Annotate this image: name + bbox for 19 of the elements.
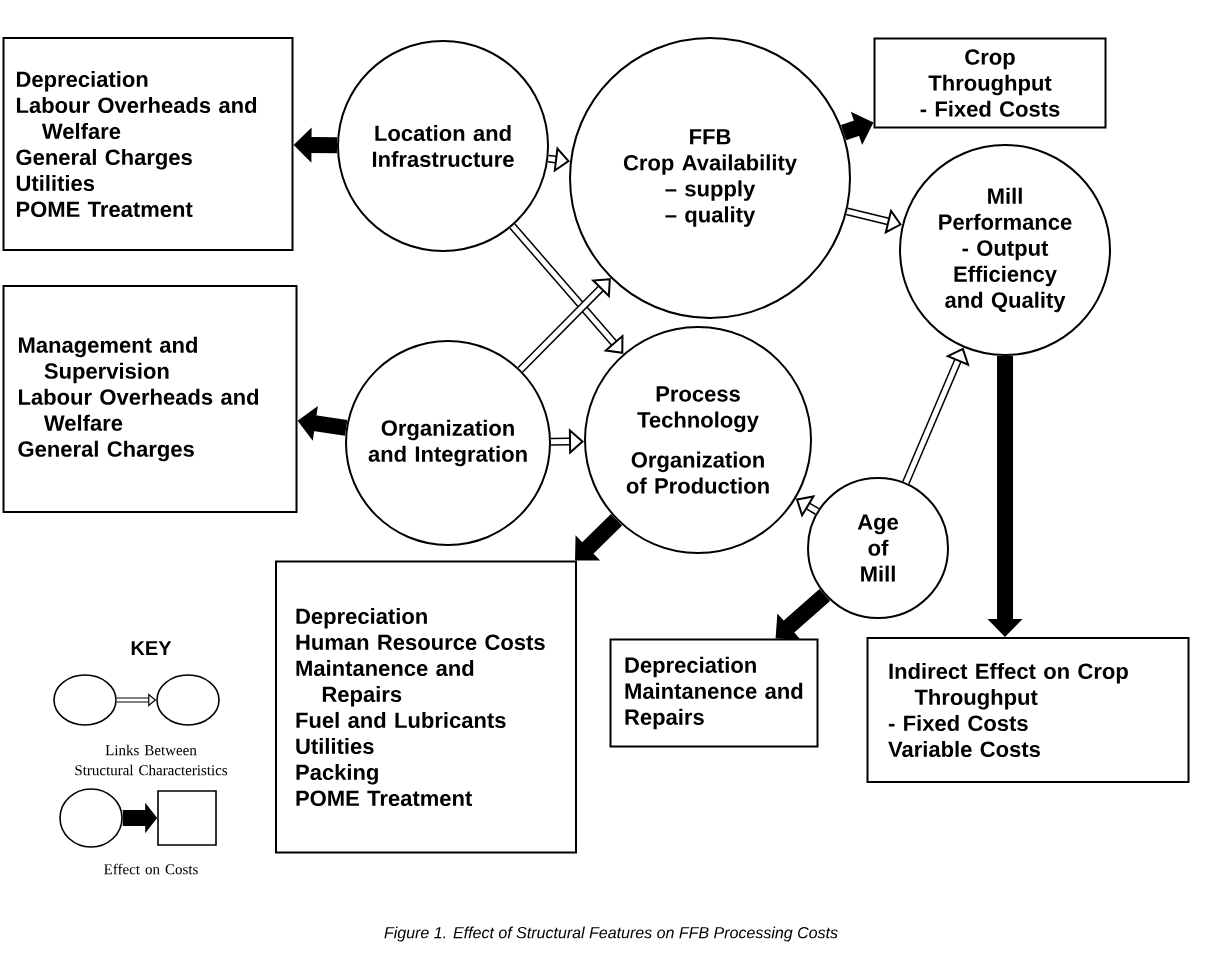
cost-box: Depreciation Human Resource Costs Maintanence and Repairs Fuel and Lubricants Utilities Packing POME Treatment [275, 560, 577, 854]
cost-box: Crop Throughput - Fixed Costs [873, 37, 1107, 129]
arrow [517, 278, 611, 373]
key-heading: KEY [131, 641, 172, 655]
legend-text: Links Between Structural Characteristics [75, 744, 228, 776]
key-circle [156, 674, 220, 726]
caption: Figure 1. Effect of Structural Features on FFB Processing Costs [384, 926, 838, 942]
cost-box: Management and Supervision Labour Overheads and Welfare General Charges [2, 285, 298, 513]
key-square [157, 790, 217, 846]
cost-box: Depreciation Labour Overheads and Welfare General Charges Utilities POME Treatment [2, 37, 294, 251]
legend-text: Effect on Costs [104, 863, 198, 875]
arrow [575, 514, 623, 561]
arrow [902, 347, 970, 485]
cost-box: Indirect Effect on Crop Throughput - Fixed Costs Variable Costs [866, 637, 1190, 783]
cost-box: Depreciation Maintanence and Repairs [609, 638, 819, 748]
key-circle [59, 788, 123, 848]
key-circle [53, 674, 117, 726]
arrow [775, 589, 831, 640]
arrow [509, 223, 624, 354]
